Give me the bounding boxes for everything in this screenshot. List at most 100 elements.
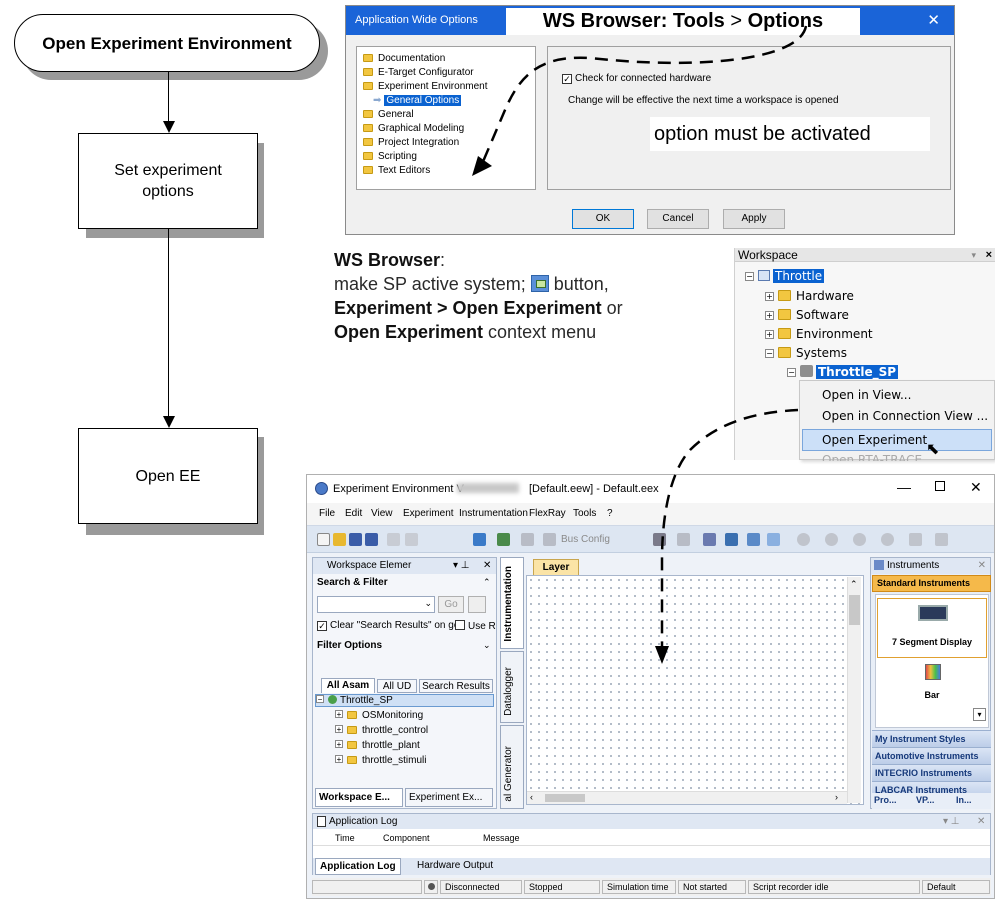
tab-datalogger[interactable]: Datalogger — [500, 651, 524, 723]
tab-instrumentation[interactable]: Instrumentation — [500, 557, 524, 649]
scroll-left-icon[interactable]: ‹ — [530, 792, 533, 802]
tree-item-experiment-environment[interactable]: Experiment Environment — [363, 81, 488, 93]
search-input[interactable]: ⌄ — [317, 596, 435, 613]
expand-icon[interactable]: + — [765, 292, 774, 301]
download-icon[interactable] — [473, 533, 486, 546]
redo-icon[interactable] — [405, 533, 418, 546]
open-icon[interactable] — [333, 533, 346, 546]
tree-item-documentation[interactable]: Documentation — [363, 53, 445, 65]
ws-root[interactable]: −Throttle — [745, 268, 825, 284]
menu-tools[interactable]: Tools — [573, 508, 597, 519]
hardware-check-row[interactable]: ✓Check for connected hardware — [562, 73, 711, 84]
tree-item-throttle-control[interactable]: +throttle_control — [335, 725, 428, 736]
expand-icon[interactable]: + — [335, 710, 343, 719]
hscroll-thumb[interactable] — [545, 794, 585, 802]
collapse-icon[interactable]: − — [765, 349, 774, 358]
instrument-7segment[interactable]: 7 Segment Display — [877, 598, 987, 658]
measure-icon[interactable] — [677, 533, 690, 546]
tree-item-project-integration[interactable]: Project Integration — [363, 137, 459, 149]
tree-root-throttle-sp[interactable]: −Throttle_SP — [315, 694, 494, 707]
hardware-icon[interactable] — [497, 533, 510, 546]
close-icon[interactable]: ✕ — [483, 560, 492, 571]
expand-icon[interactable]: + — [335, 755, 343, 764]
go-button[interactable]: Go — [438, 596, 464, 613]
undo-icon[interactable] — [387, 533, 400, 546]
connect-icon[interactable] — [521, 533, 534, 546]
tree-item-graphical-modeling[interactable]: Graphical Modeling — [363, 123, 464, 135]
collapse-icon[interactable]: − — [745, 272, 754, 281]
tree-item-throttle-stimuli[interactable]: +throttle_stimuli — [335, 755, 426, 766]
tab-properties[interactable]: Pro... — [874, 795, 897, 805]
tab-workspace-elements[interactable]: Workspace E... — [315, 788, 403, 807]
filter-icon[interactable] — [468, 596, 486, 613]
menu-view[interactable]: View — [371, 508, 393, 519]
chevron-down-icon[interactable]: ⌄ — [424, 598, 432, 608]
ws-item-hardware[interactable]: +Hardware — [765, 288, 854, 304]
col-time[interactable]: Time — [335, 833, 355, 843]
tree-item-throttle-plant[interactable]: +throttle_plant — [335, 740, 420, 751]
ws-item-environment[interactable]: +Environment — [765, 326, 873, 342]
menu-item-open-experiment[interactable]: Open Experiment — [822, 433, 928, 447]
menu-item-open-in-connection-view[interactable]: Open in Connection View ... — [822, 409, 989, 423]
tree-item-general-options[interactable]: ➡General Options — [373, 95, 462, 107]
tab-all-asam[interactable]: All Asam — [321, 678, 375, 693]
cancel-button[interactable]: Cancel — [647, 209, 709, 229]
tree-item-osmonitoring[interactable]: +OSMonitoring — [335, 710, 423, 721]
menu-item-open-in-view[interactable]: Open in View... — [822, 388, 912, 402]
menu-help[interactable]: ? — [607, 508, 613, 519]
minimize-icon[interactable]: — — [897, 479, 911, 495]
stop-icon[interactable] — [935, 533, 948, 546]
collapse-icon[interactable]: − — [787, 368, 796, 377]
scroll-right-icon[interactable]: › — [835, 792, 838, 802]
clear-results-checkbox[interactable]: ✓ — [317, 621, 327, 631]
record-2-icon[interactable] — [825, 533, 838, 546]
expand-icon[interactable]: + — [335, 740, 343, 749]
ws-item-throttle-sp[interactable]: −Throttle_SP — [787, 364, 899, 380]
scroll-up-icon[interactable]: ⌃ — [850, 579, 858, 589]
section-intecrio-instruments[interactable]: INTECRIO Instruments — [872, 764, 991, 781]
tree-icon[interactable] — [747, 533, 760, 546]
apply-button[interactable]: Apply — [723, 209, 785, 229]
menu-edit[interactable]: Edit — [345, 508, 363, 519]
pin-icon[interactable]: ▾ ⊥ — [453, 560, 470, 571]
tab-search-results[interactable]: Search Results — [419, 679, 493, 693]
col-component[interactable]: Component — [383, 833, 430, 843]
expand-icon[interactable]: + — [765, 311, 774, 320]
instrument-bar[interactable]: Bar — [877, 662, 987, 712]
tab-all-ud[interactable]: All UD — [377, 679, 417, 693]
layer-canvas[interactable] — [526, 575, 864, 805]
new-icon[interactable] — [317, 533, 330, 546]
close-icon[interactable]: × — [985, 249, 992, 261]
display-icon[interactable] — [725, 533, 738, 546]
play-icon[interactable] — [909, 533, 922, 546]
col-message[interactable]: Message — [483, 833, 520, 843]
maximize-icon[interactable] — [935, 481, 945, 491]
ok-button[interactable]: OK — [572, 209, 634, 229]
clear-results-option[interactable]: ✓Clear "Search Results" on go — [317, 620, 459, 631]
use-re-checkbox[interactable] — [455, 620, 465, 630]
tab-hardware-output[interactable]: Hardware Output — [417, 860, 494, 871]
save-icon[interactable] — [349, 533, 362, 546]
tree-item-etarget[interactable]: E-Target Configurator — [363, 67, 474, 79]
record-4-icon[interactable] — [881, 533, 894, 546]
ws-item-software[interactable]: +Software — [765, 307, 849, 323]
close-icon[interactable]: ✕ — [977, 816, 986, 827]
record-icon[interactable] — [797, 533, 810, 546]
close-icon[interactable]: ✕ — [970, 479, 982, 495]
table-icon[interactable] — [767, 533, 780, 546]
record-3-icon[interactable] — [853, 533, 866, 546]
section-automotive-instruments[interactable]: Automotive Instruments — [872, 747, 991, 764]
use-re-option[interactable]: Use Re — [455, 620, 496, 632]
vertical-scrollbar[interactable]: ⌃ — [847, 577, 861, 803]
link-icon[interactable] — [703, 533, 716, 546]
menu-flexray[interactable]: FlexRay — [529, 508, 566, 519]
hardware-checkbox[interactable]: ✓ — [562, 74, 572, 84]
menu-file[interactable]: File — [319, 508, 336, 519]
expand-chevron-icon[interactable]: ⌄ — [483, 640, 491, 650]
bus-icon[interactable] — [543, 533, 556, 546]
tree-item-general[interactable]: General — [363, 109, 414, 121]
expand-icon[interactable]: + — [335, 725, 343, 734]
menu-experiment[interactable]: Experiment — [403, 508, 454, 519]
pin-icon[interactable]: ▾ ⊥ — [943, 816, 960, 827]
expand-icon[interactable]: + — [765, 330, 774, 339]
